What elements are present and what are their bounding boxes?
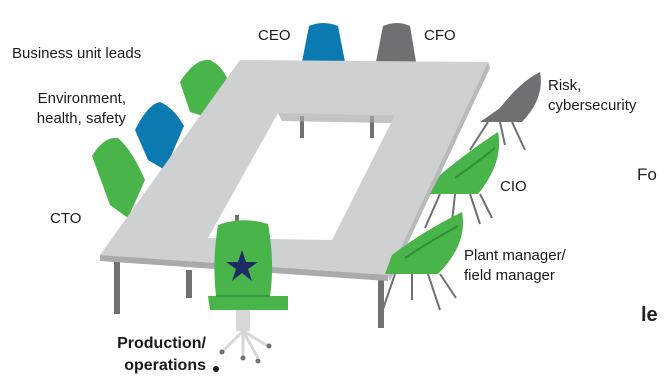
label-cio: CIO — [500, 178, 527, 195]
label-production-line2: operations — [124, 357, 206, 374]
label-environment-line2: health, safety — [36, 110, 126, 127]
label-production-line1: Production/ — [117, 335, 206, 352]
chair-cio — [424, 132, 500, 229]
cut-text-le: le — [641, 304, 658, 326]
label-plant-manager-line2: field manager — [464, 267, 555, 284]
label-risk-line1: Risk, — [548, 77, 582, 94]
chair-cto — [92, 137, 145, 218]
label-risk-line2: cybersecurity — [548, 97, 637, 114]
chair-cfo — [376, 23, 416, 62]
label-cfo: CFO — [424, 27, 456, 44]
bullet-dot — [213, 366, 219, 372]
label-plant-manager-line1: Plant manager/ — [464, 247, 566, 264]
label-cto: CTO — [50, 210, 82, 227]
label-ceo: CEO — [258, 27, 291, 44]
chair-risk — [469, 72, 541, 151]
chair-environment — [135, 102, 184, 170]
label-environment-line1: Environment, — [37, 90, 126, 107]
chair-plant-manager — [381, 212, 463, 313]
star-icon — [226, 250, 258, 281]
chair-ceo — [302, 23, 345, 62]
cut-text-fo: Fo — [637, 165, 657, 184]
label-business-unit-leads: Business unit leads — [12, 45, 142, 62]
conference-table — [100, 60, 490, 281]
